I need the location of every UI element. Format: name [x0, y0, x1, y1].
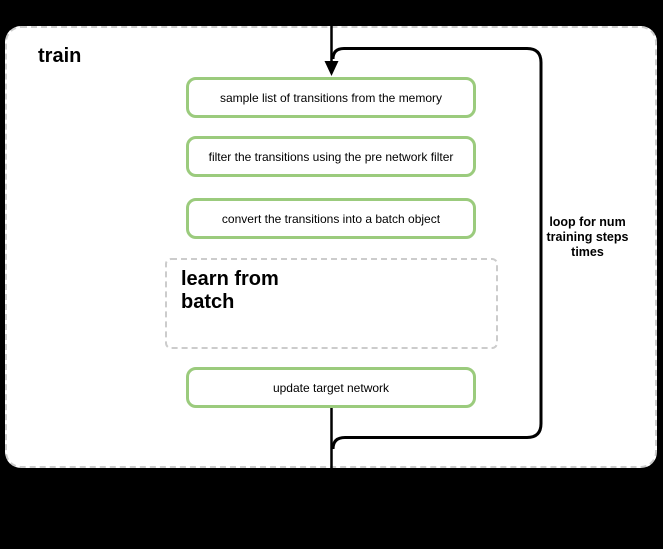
learn-box-label-line: batch [181, 291, 235, 313]
learn-box-label-line: learn from [181, 268, 279, 290]
loop-annotation-line: times [571, 245, 604, 259]
step-update-target-network: update target network [186, 367, 476, 408]
loop-annotation-line: loop for num [549, 215, 626, 229]
loop-annotation: loop for num training steps times [530, 215, 645, 260]
loop-annotation-line: training steps [546, 230, 629, 244]
step-label: update target network [272, 380, 390, 395]
step-filter-transitions: filter the transitions using the pre net… [186, 136, 476, 177]
step-convert-to-batch: convert the transitions into a batch obj… [186, 198, 476, 239]
step-label: filter the transitions using the pre net… [208, 149, 454, 164]
container-title: train [38, 45, 82, 67]
step-label: convert the transitions into a batch obj… [221, 211, 441, 226]
learn-from-batch-box: learn from batch [165, 258, 498, 349]
step-label: sample list of transitions from the memo… [219, 90, 443, 105]
step-sample-transitions: sample list of transitions from the memo… [186, 77, 476, 118]
